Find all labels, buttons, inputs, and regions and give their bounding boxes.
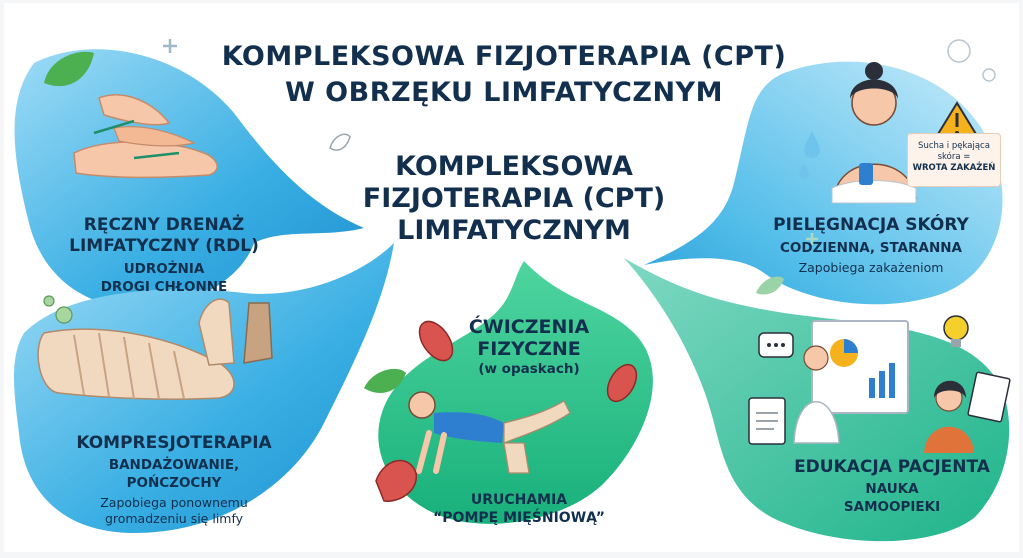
drainage-heading-line2: LIMFATYCZNY (RDL) bbox=[69, 236, 259, 256]
lightbulb-icon bbox=[943, 315, 969, 347]
splash-exercise bbox=[378, 261, 653, 524]
main-title: KOMPLEKSOWA FIZJOTERAPIA (CPT) W OBRZĘKU… bbox=[184, 39, 824, 111]
water-drop-icon bbox=[799, 163, 809, 179]
exercise-heading-line2: FIZYCZNE bbox=[477, 338, 581, 360]
skin-warning-line2: skóra = bbox=[937, 152, 971, 162]
document-icon bbox=[967, 371, 1011, 423]
plus-icon bbox=[806, 233, 818, 245]
skin-care-heading: PIELĘGNACJA SKÓRY bbox=[773, 215, 969, 235]
center-title-line2: FIZJOTERAPIA (CPT) bbox=[362, 183, 666, 214]
section-compression: KOMPRESJOTERAPIA BANDAŻOWANIE, POŃCZOCHY… bbox=[54, 433, 294, 527]
section-exercise: ĆWICZENIA FIZYCZNE (w opaskach) bbox=[454, 316, 604, 378]
exercise-note-line2: “POMPĘ MIĘŚNIOWĄ” bbox=[433, 510, 605, 526]
leaf-icon bbox=[329, 133, 351, 151]
compression-sub-line2: POŃCZOCHY bbox=[126, 475, 222, 491]
splash-drainage bbox=[14, 49, 365, 309]
plus-icon bbox=[163, 39, 177, 53]
exercise-sub: (w opaskach) bbox=[478, 361, 580, 377]
bacteria-icon bbox=[43, 39, 996, 324]
center-title-line1: KOMPLEKSOWA bbox=[395, 151, 633, 182]
exercise-heading-line1: ĆWICZENIA bbox=[468, 316, 590, 338]
exercise-note-line1: URUCHAMIA bbox=[470, 492, 568, 508]
clipboard-icon bbox=[748, 397, 786, 445]
leaf-icon bbox=[44, 51, 94, 87]
muscle-icon bbox=[375, 459, 417, 502]
education-sub-line2: SAMOOPIEKI bbox=[843, 499, 941, 515]
section-education: EDUKACJA PACJENTA NAUKA SAMOOPIEKI bbox=[774, 457, 1010, 516]
muscle-icon bbox=[606, 363, 638, 403]
compression-leg-illustration bbox=[37, 298, 273, 400]
section-drainage: RĘCZNY DRENAŻ LIMFATYCZNY (RDL) UDROŻNIA… bbox=[44, 215, 284, 296]
education-illustration bbox=[793, 320, 974, 453]
drainage-heading-line1: RĘCZNY DRENAŻ bbox=[83, 215, 245, 235]
compression-heading: KOMPRESJOTERAPIA bbox=[76, 433, 272, 453]
skin-warning-line1: Sucha i pękająca bbox=[918, 141, 990, 151]
leaf-icon bbox=[364, 368, 406, 393]
compression-note-line1: Zapobiega ponownemu bbox=[100, 495, 248, 510]
drainage-sub-line1: UDROŻNIA bbox=[123, 261, 205, 277]
skin-care-woman-illustration bbox=[831, 62, 917, 204]
exercise-person-illustration bbox=[408, 391, 571, 474]
drainage-sub-line2: DROGI CHŁONNE bbox=[100, 279, 228, 295]
education-sub-line1: NAUKA bbox=[865, 481, 919, 497]
skin-warning-box: Sucha i pękająca skóra = WROTA ZAKAŻEŃ bbox=[907, 133, 1001, 187]
muscle-icon bbox=[418, 320, 454, 362]
infographic: KOMPLEKSOWA FIZJOTERAPIA (CPT) W OBRZĘKU… bbox=[4, 3, 1019, 552]
drainage-hands-illustration bbox=[73, 94, 218, 179]
main-title-line2: W OBRZĘKU LIMFATYCZNYM bbox=[285, 77, 723, 108]
skin-care-note: Zapobiega zakażeniom bbox=[798, 260, 944, 275]
background-art bbox=[14, 39, 1011, 542]
compression-sub-line1: BANDAŻOWANIE, bbox=[108, 457, 240, 473]
chat-bubble-icon bbox=[758, 332, 794, 358]
education-heading: EDUKACJA PACJENTA bbox=[794, 457, 990, 477]
section-skin-care: PIELĘGNACJA SKÓRY CODZIENNA, STARANNA Za… bbox=[746, 215, 996, 276]
center-title: KOMPLEKSOWA FIZJOTERAPIA (CPT) LIMFATYCZ… bbox=[349, 151, 679, 247]
section-exercise-note: URUCHAMIA “POMPĘ MIĘŚNIOWĄ” bbox=[404, 491, 634, 527]
main-title-line1: KOMPLEKSOWA FIZJOTERAPIA (CPT) bbox=[221, 41, 787, 72]
skin-care-sub: CODZIENNA, STARANNA bbox=[780, 240, 962, 256]
center-title-line3: LIMFATYCZNYM bbox=[397, 215, 631, 246]
skin-warning-line3: WROTA ZAKAŻEŃ bbox=[912, 163, 996, 173]
leaf-icon bbox=[756, 276, 784, 295]
compression-note-line2: gromadzeniu się limfy bbox=[104, 511, 244, 526]
splash-skin-care bbox=[644, 61, 1003, 305]
water-drop-icon bbox=[382, 335, 396, 357]
water-drop-icon bbox=[804, 131, 820, 158]
